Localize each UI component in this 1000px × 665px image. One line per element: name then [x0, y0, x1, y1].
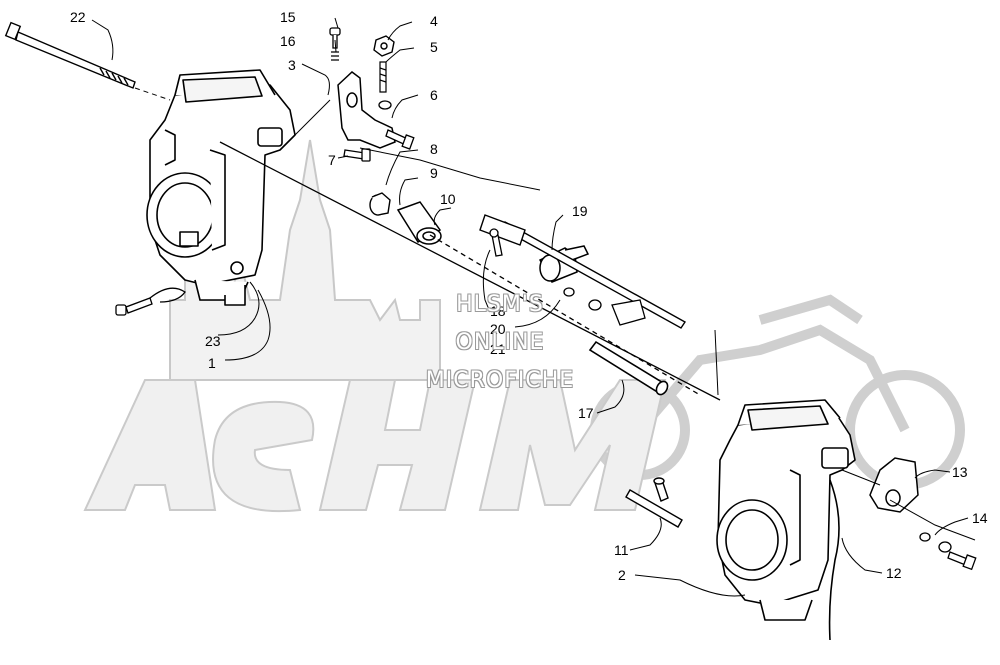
throttle-shaft: [219, 141, 721, 401]
guide-lines: [134, 87, 976, 541]
callout-21: 21: [490, 341, 506, 357]
carburetor-right: [716, 399, 856, 641]
roller-9: [396, 201, 442, 245]
callout-10: 10: [440, 191, 456, 207]
bolt-22: [4, 21, 136, 89]
callout-3: 3: [288, 57, 296, 73]
callout-2: 2: [618, 567, 626, 583]
carburetor-left: [146, 69, 296, 306]
callout-20: 20: [490, 321, 506, 337]
nut-4: [373, 35, 395, 57]
callout-5: 5: [430, 39, 438, 55]
callout-7: 7: [328, 152, 336, 168]
screw-7: [343, 148, 371, 162]
callout-16: 16: [280, 33, 296, 49]
callout-12: 12: [886, 565, 902, 581]
watermark-line-3: MICROFICHE: [425, 368, 575, 393]
callout-15: 15: [280, 9, 296, 25]
washer-6: [378, 100, 415, 150]
callout-17: 17: [578, 405, 594, 421]
fitting-11: [625, 477, 683, 528]
watermark-line-2: ONLINE: [455, 330, 545, 355]
lockwasher-16: [331, 51, 339, 61]
callout-6: 6: [430, 87, 438, 103]
hardware-14: [919, 532, 977, 571]
callout-18: 18: [490, 303, 506, 319]
callout-leaders: [91, 17, 969, 597]
callout-22: 22: [70, 9, 86, 25]
screw-23: [115, 287, 186, 316]
watermark-line-1: HLSM'S: [456, 292, 544, 317]
screw-18: [489, 228, 503, 257]
screw-15: [329, 27, 341, 49]
washer-20: [563, 287, 575, 297]
callout-23: 23: [205, 333, 221, 349]
watermark: [83, 139, 965, 513]
callout-13: 13: [952, 464, 968, 480]
callout-11: 11: [614, 542, 629, 558]
callout-8: 8: [430, 141, 438, 157]
callout-4: 4: [430, 13, 438, 29]
callout-1: 1: [208, 355, 216, 371]
screw-21: [588, 299, 646, 326]
callout-19: 19: [572, 203, 588, 219]
callout-9: 9: [430, 165, 438, 181]
collar-8: [369, 192, 391, 216]
callout-14: 14: [972, 510, 988, 526]
callout-numbers: 22 15 16 3 4 5 6 7 8 9 10 19 18 20 21 23…: [70, 9, 988, 583]
hose-17: [588, 340, 669, 396]
screw-5: [379, 61, 387, 93]
bracket-13: [869, 457, 919, 513]
watermark-lettering: [83, 379, 667, 513]
